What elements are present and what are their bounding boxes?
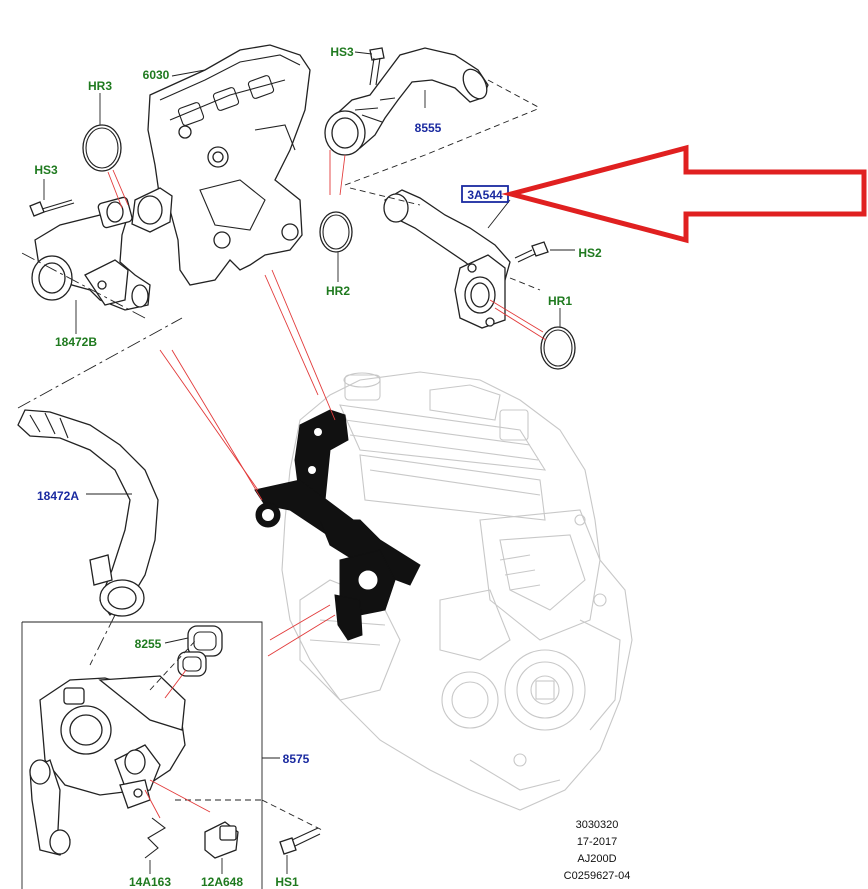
label-leaders bbox=[43, 51, 575, 874]
label-8575: 8575 bbox=[283, 752, 310, 766]
label-8255: 8255 bbox=[135, 637, 162, 651]
reference-line-3: AJ200D bbox=[577, 853, 616, 865]
label-6030: 6030 bbox=[143, 68, 170, 82]
part-8555-hose bbox=[324, 47, 489, 156]
label-hs3-top: HS3 bbox=[330, 45, 354, 59]
sensor-12a648 bbox=[204, 821, 239, 859]
label-18472a: 18472A bbox=[37, 489, 79, 503]
highlighted-coolant-assembly bbox=[254, 409, 421, 641]
label-hs1: HS1 bbox=[275, 875, 299, 889]
bolt-hs3-left bbox=[29, 199, 75, 217]
label-hs3-left: HS3 bbox=[34, 163, 58, 177]
gasket-8255 bbox=[177, 625, 223, 677]
reference-line-4: C0259627-04 bbox=[564, 870, 631, 882]
label-hs2: HS2 bbox=[578, 246, 602, 260]
highlight-arrow-icon bbox=[501, 144, 867, 244]
label-8555: 8555 bbox=[415, 121, 442, 135]
reference-block: 3030320 17-2017 AJ200D C0259627-04 bbox=[564, 819, 631, 882]
part-labels: HR3 HS3 6030 HS3 8555 HR2 HS2 HR1 18472B… bbox=[34, 45, 602, 889]
label-18472b: 18472B bbox=[55, 335, 97, 349]
reference-line-2: 17-2017 bbox=[577, 836, 617, 848]
bolt-hs2 bbox=[514, 241, 549, 263]
label-hr1: HR1 bbox=[548, 294, 572, 308]
label-12a648: 12A648 bbox=[201, 875, 243, 889]
engine-block-outline bbox=[281, 371, 633, 811]
bolt-hs1 bbox=[279, 827, 321, 855]
label-hr2: HR2 bbox=[326, 284, 350, 298]
part-8575-thermostat bbox=[29, 675, 186, 856]
part-18472a-hose bbox=[17, 409, 159, 617]
label-14a163: 14A163 bbox=[129, 875, 171, 889]
red-reference-lines bbox=[107, 150, 547, 819]
clip-14a163 bbox=[144, 817, 166, 859]
reference-line-1: 3030320 bbox=[576, 819, 619, 831]
label-hr3: HR3 bbox=[88, 79, 112, 93]
part-3a544-pipe bbox=[383, 189, 511, 329]
bolt-hs3-top bbox=[369, 47, 385, 86]
label-3a544: 3A544 bbox=[467, 188, 503, 202]
seal-hr2 bbox=[319, 211, 353, 253]
seal-hr1 bbox=[540, 326, 576, 370]
part-18472b-hose bbox=[31, 196, 151, 311]
part-6030-housing bbox=[131, 44, 311, 286]
seal-hr3 bbox=[82, 124, 122, 172]
assembly-lines bbox=[17, 79, 541, 831]
